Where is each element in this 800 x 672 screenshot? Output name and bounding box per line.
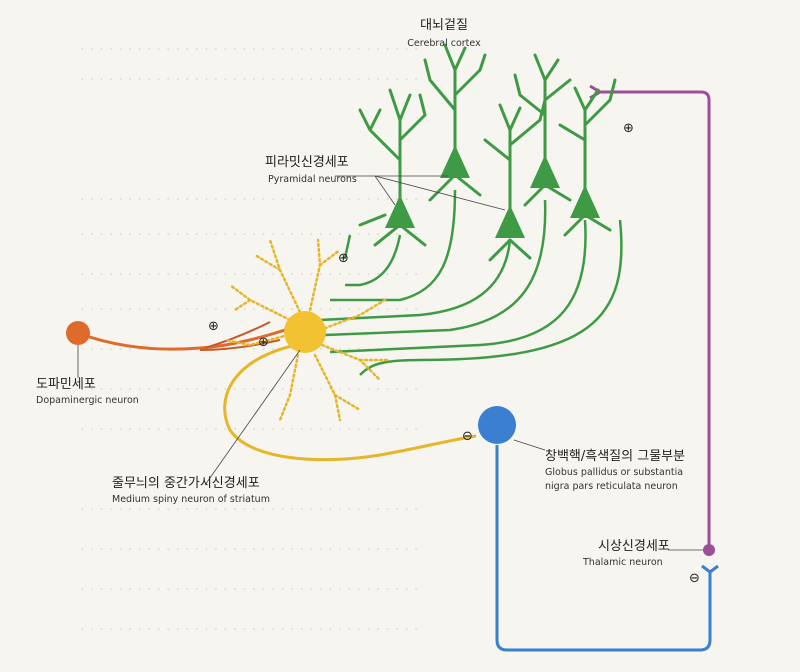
msn-label-en: Medium spiny neuron of striatum [112, 494, 270, 505]
dopaminergic-neuron [66, 321, 286, 351]
dopamine-label-en: Dopaminergic neuron [36, 395, 139, 406]
pyramidal-neurons [358, 43, 617, 262]
dopamine-label: 도파민세포 [36, 377, 96, 392]
gp-label-en-1: Globus pallidus or substantia [545, 467, 683, 478]
cortex-label: 대뇌겉질 [420, 18, 468, 33]
pyramidal-somata [385, 145, 600, 238]
leader-lines [77, 175, 703, 551]
thalamic-label: 시상신경세포 [598, 539, 670, 554]
medium-spiny-neuron-body [284, 311, 326, 353]
pyramidal-label-en: Pyramidal neurons [268, 174, 357, 185]
gp-label: 창백핵/흑색질의 그물부분 [545, 449, 685, 464]
gp-snr-pathway [478, 406, 719, 652]
msn-label: 줄무늬의 중간가시신경세포 [112, 476, 260, 491]
sign-minus-thalamus: ⊖ [689, 571, 700, 586]
sign-plus-dopamine-2: ⊕ [258, 335, 269, 350]
synapse-signs: ⊕ ⊕ ⊕ ⊖ ⊕ ⊖ [208, 121, 700, 586]
cortex-label-en: Cerebral cortex [407, 38, 481, 49]
dopaminergic-neuron-body [66, 321, 90, 345]
labels: 대뇌겉질 Cerebral cortex 피라밋신경세포 Pyramidal n… [36, 18, 685, 568]
gp-snr-neuron-body [478, 406, 516, 444]
thalamic-pathway [589, 84, 715, 556]
thalamic-neuron-body [703, 544, 715, 556]
medium-spiny-neuron-dendrites [223, 238, 392, 422]
thalamic-label-en: Thalamic neuron [582, 557, 663, 568]
msn-axon [223, 343, 477, 462]
pyramidal-label: 피라밋신경세포 [265, 155, 349, 170]
gp-label-en-2: nigra pars reticulata neuron [545, 481, 678, 492]
sign-plus-cortex: ⊕ [338, 251, 349, 266]
sign-plus-thalamus: ⊕ [623, 121, 634, 136]
corticostriatal-axons [319, 189, 623, 376]
sign-plus-dopamine-1: ⊕ [208, 319, 219, 334]
sign-minus-gp: ⊖ [462, 429, 473, 444]
